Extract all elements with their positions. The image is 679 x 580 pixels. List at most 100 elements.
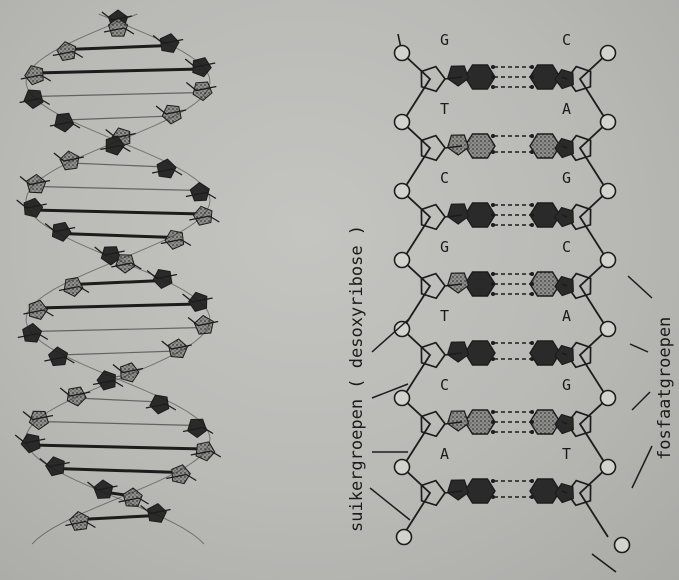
bond-dot (530, 134, 534, 138)
base-shape (530, 479, 560, 503)
bond-dot (530, 213, 534, 217)
deoxyribose-sugar (421, 412, 445, 437)
base-shape (465, 341, 495, 365)
base-letter-left: T (440, 100, 449, 118)
bond-dot (491, 430, 495, 434)
bond-dot (530, 479, 534, 483)
base-ring (448, 273, 469, 293)
phosphate-group (601, 322, 616, 337)
bond-dot (491, 75, 495, 79)
bond-dot (491, 357, 495, 361)
bond-dot (530, 223, 534, 227)
base-letter-left: C (440, 376, 449, 394)
phosphate-group (601, 46, 616, 61)
bond-dot (491, 282, 495, 286)
bond-dot (530, 282, 534, 286)
phosphate-group (601, 391, 616, 406)
phosphate-group (601, 184, 616, 199)
base-letter-left: A (440, 445, 449, 463)
bond-dot (530, 357, 534, 361)
bond-dot (530, 65, 534, 69)
phosphate-group (601, 460, 616, 475)
bond-dot (491, 65, 495, 69)
deoxyribose-sugar (421, 136, 445, 161)
bond-dot (530, 85, 534, 89)
bond-dot (491, 341, 495, 345)
bond-dot (491, 213, 495, 217)
base-letter-right: G (562, 169, 571, 187)
bond-dot (491, 223, 495, 227)
phosphate-group (601, 115, 616, 130)
base-ring (448, 66, 469, 86)
deoxyribose-sugar (421, 67, 445, 92)
bond-dot (491, 292, 495, 296)
phosphate-group (395, 184, 410, 199)
base-shape (530, 65, 560, 89)
bond-dot (491, 150, 495, 154)
bond-dot (530, 150, 534, 154)
base-shape (465, 203, 495, 227)
bond-dot (530, 203, 534, 207)
bond-dot (530, 430, 534, 434)
base-shape (530, 203, 560, 227)
base-letter-left: C (440, 169, 449, 187)
phosphate-group (395, 460, 410, 475)
phosphate-group (397, 530, 412, 545)
deoxyribose-sugar (421, 205, 445, 230)
bond-dot (530, 420, 534, 424)
base-letter-right: C (562, 238, 571, 256)
bond-dot (491, 134, 495, 138)
bond-dot (491, 85, 495, 89)
base-shape (465, 134, 495, 158)
phosphate-pointer-line (632, 392, 650, 410)
base-letter-left: G (440, 238, 449, 256)
base-shape (465, 479, 495, 503)
phosphate-pointer-line (630, 344, 648, 352)
deoxyribose-sugar (421, 343, 445, 368)
backbone-tail (592, 554, 616, 572)
bond-dot (491, 495, 495, 499)
base-letter-right: A (562, 100, 571, 118)
base-letter-left: G (440, 31, 449, 49)
bond-dot (491, 420, 495, 424)
base-shape (530, 410, 560, 434)
sugar-groups-label: suikergroepen ( desoxyribose ) (347, 225, 367, 532)
bond-dot (530, 292, 534, 296)
phosphate-group (615, 538, 630, 553)
bond-dot (491, 272, 495, 276)
phosphate-pointer-line (628, 276, 652, 298)
phosphate-group (601, 253, 616, 268)
base-ring (448, 135, 469, 155)
bond-dot (530, 341, 534, 345)
sugar-pointer-line (370, 488, 410, 520)
bond-dot (491, 410, 495, 414)
phosphate-pointer-line (632, 446, 652, 488)
phosphate-group (395, 115, 410, 130)
base-letter-left: T (440, 307, 449, 325)
base-shape (465, 65, 495, 89)
base-ring (448, 480, 469, 500)
base-shape (465, 272, 495, 296)
bond-dot (530, 272, 534, 276)
base-pair: AT (395, 445, 630, 553)
phosphate-group (395, 253, 410, 268)
base-letter-right: T (562, 445, 571, 463)
bond-dot (491, 479, 495, 483)
bond-dot (530, 495, 534, 499)
bond-dot (530, 75, 534, 79)
deoxyribose-sugar (421, 481, 445, 506)
base-letter-right: C (562, 31, 571, 49)
phosphate-group (395, 391, 410, 406)
base-shape (530, 134, 560, 158)
phosphate-groups-label: fosfaatgroepen (655, 317, 675, 460)
base-ring (448, 204, 469, 224)
bond-dot (530, 410, 534, 414)
deoxyribose-sugar (421, 274, 445, 299)
base-shape (530, 272, 560, 296)
base-shape (465, 410, 495, 434)
base-ring (448, 411, 469, 431)
bond-dot (491, 203, 495, 207)
base-shape (530, 341, 560, 365)
